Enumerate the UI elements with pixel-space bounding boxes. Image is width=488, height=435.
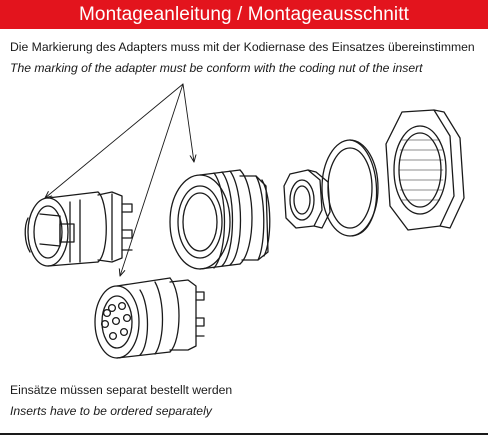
- title-banner: Montageanleitung / Montageausschnitt: [0, 0, 488, 29]
- page-title: Montageanleitung / Montageausschnitt: [79, 3, 409, 25]
- bottom-rule: [0, 433, 488, 435]
- pointer-line-housing: [182, 83, 194, 162]
- instruction-german: Die Markierung des Adapters muss mit der…: [10, 40, 475, 54]
- pointer-line-insert: [120, 83, 184, 276]
- note-german: Einsätze müssen separat bestellt werden: [10, 383, 233, 397]
- insert-part: [94, 277, 205, 359]
- note-english: Inserts have to be ordered separately: [10, 404, 212, 418]
- instruction-english: The marking of the adapter must be confo…: [10, 61, 423, 75]
- adapter-part: [24, 191, 133, 267]
- washer-ring-part: [321, 139, 379, 237]
- housing-part: [169, 169, 271, 270]
- pointer-line-adapter: [45, 83, 184, 198]
- large-nut-part: [385, 109, 465, 231]
- pointer-lines: [45, 83, 194, 276]
